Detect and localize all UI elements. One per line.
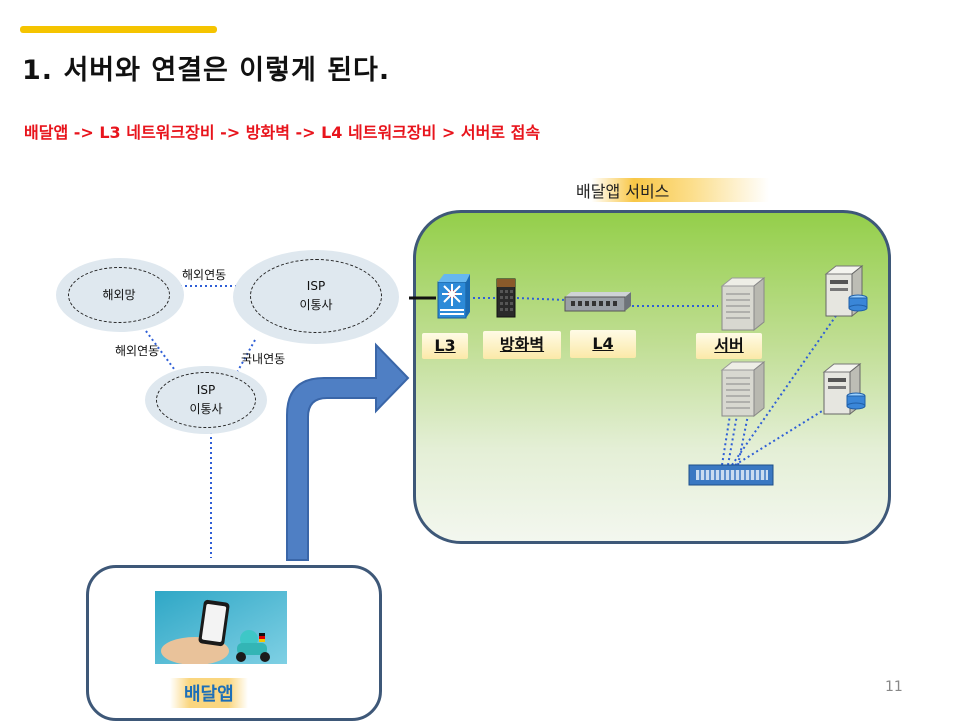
l3-label: L3 xyxy=(422,333,468,359)
title-accent-bar xyxy=(20,26,217,33)
overseas-network-node: 해외망 xyxy=(68,267,170,323)
link-overseas-isp-bottom xyxy=(142,326,181,378)
link-switch-server2a xyxy=(727,414,738,466)
link-switch-server2b xyxy=(737,414,749,466)
l4-switch-icon xyxy=(564,292,631,312)
flow-arrow xyxy=(286,342,410,561)
l4-label: L4 xyxy=(570,330,636,358)
isp-top-cloud: ISP 이통사 xyxy=(233,250,399,344)
isp-bottom-cloud: ISP 이통사 xyxy=(145,366,267,434)
firewall-label: 방화벽 xyxy=(483,331,561,359)
link-isp-isp xyxy=(234,339,256,377)
isp-bottom-label-2: 이통사 xyxy=(189,402,223,416)
overseas-network-label: 해외망 xyxy=(102,287,136,302)
database-server-icon-2 xyxy=(822,362,866,416)
link-label-overseas-left: 해외연동 xyxy=(115,344,160,358)
page-number: 11 xyxy=(885,679,903,695)
delivery-app-image xyxy=(155,591,287,664)
server-icon-2 xyxy=(720,360,766,418)
connection-flow-text: 배달앱 -> L3 네트워크장비 -> 방화벽 -> L4 네트워크장비 > 서… xyxy=(24,123,541,142)
isp-top-node: ISP 이통사 xyxy=(250,259,382,333)
page-title: 1. 서버와 연결은 이렇게 된다. xyxy=(22,55,391,86)
firewall-icon xyxy=(496,278,516,318)
isp-top-label-2: 이통사 xyxy=(299,298,333,312)
link-switch-server2c xyxy=(721,414,731,466)
storage-switch-icon xyxy=(688,464,774,486)
link-label-overseas-top: 해외연동 xyxy=(182,268,227,282)
app-label: 배달앱 xyxy=(170,678,248,708)
link-firewall-l4 xyxy=(516,297,567,301)
isp-top-label-1: ISP xyxy=(306,279,326,293)
link-label-domestic: 국내연동 xyxy=(241,352,286,366)
server-label: 서버 xyxy=(696,333,762,359)
service-label: 배달앱 서비스 xyxy=(576,178,770,202)
link-switch-db2 xyxy=(734,407,828,466)
l3-switch-icon xyxy=(437,274,470,319)
link-switch-db1 xyxy=(731,309,841,466)
database-server-icon xyxy=(824,264,868,318)
server-icon xyxy=(720,276,766,332)
isp-bottom-node: ISP 이통사 xyxy=(156,372,256,428)
service-panel xyxy=(413,210,891,544)
overseas-network-cloud: 해외망 xyxy=(56,258,184,332)
isp-bottom-label-1: ISP xyxy=(196,383,216,397)
